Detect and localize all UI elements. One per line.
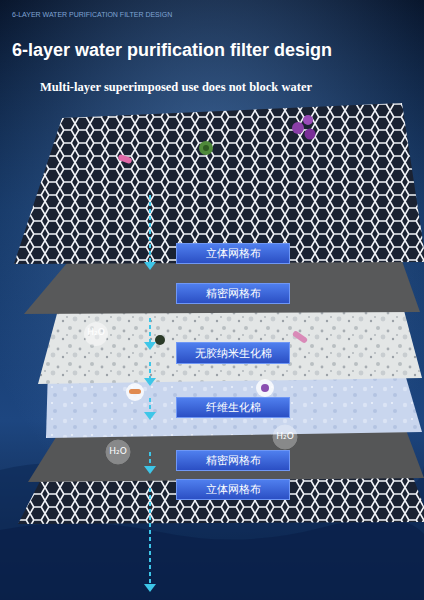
water-label: H₂O (102, 446, 134, 456)
water-label: H₂O (80, 327, 112, 337)
layer-label-box: 无胶纳米生化棉 (176, 342, 290, 364)
layer-name: 精密网格布 (206, 453, 261, 468)
layer-label-box: 立体网格布 (176, 243, 290, 264)
layer-label-box: 精密网格布 (176, 450, 290, 471)
layer-label-box: 精密网格布 (176, 283, 290, 304)
layer-label-box: 纤维生化棉 (176, 397, 290, 418)
layer-name: 纤维生化棉 (206, 400, 261, 415)
layer-name: 立体网格布 (206, 246, 261, 261)
subtitle-text: Multi-layer superimposed use does not bl… (40, 80, 420, 95)
layer-name: 立体网格布 (206, 482, 261, 497)
layer-label-box: 立体网格布 (176, 479, 290, 500)
water-label: H₂O (269, 431, 301, 441)
header-text: 6-LAYER WATER PURIFICATION FILTER DESIGN (12, 11, 312, 18)
layer-name: 精密网格布 (206, 286, 261, 301)
title: 6-layer water purification filter design (12, 40, 422, 61)
layer-name: 无胶纳米生化棉 (195, 346, 272, 361)
